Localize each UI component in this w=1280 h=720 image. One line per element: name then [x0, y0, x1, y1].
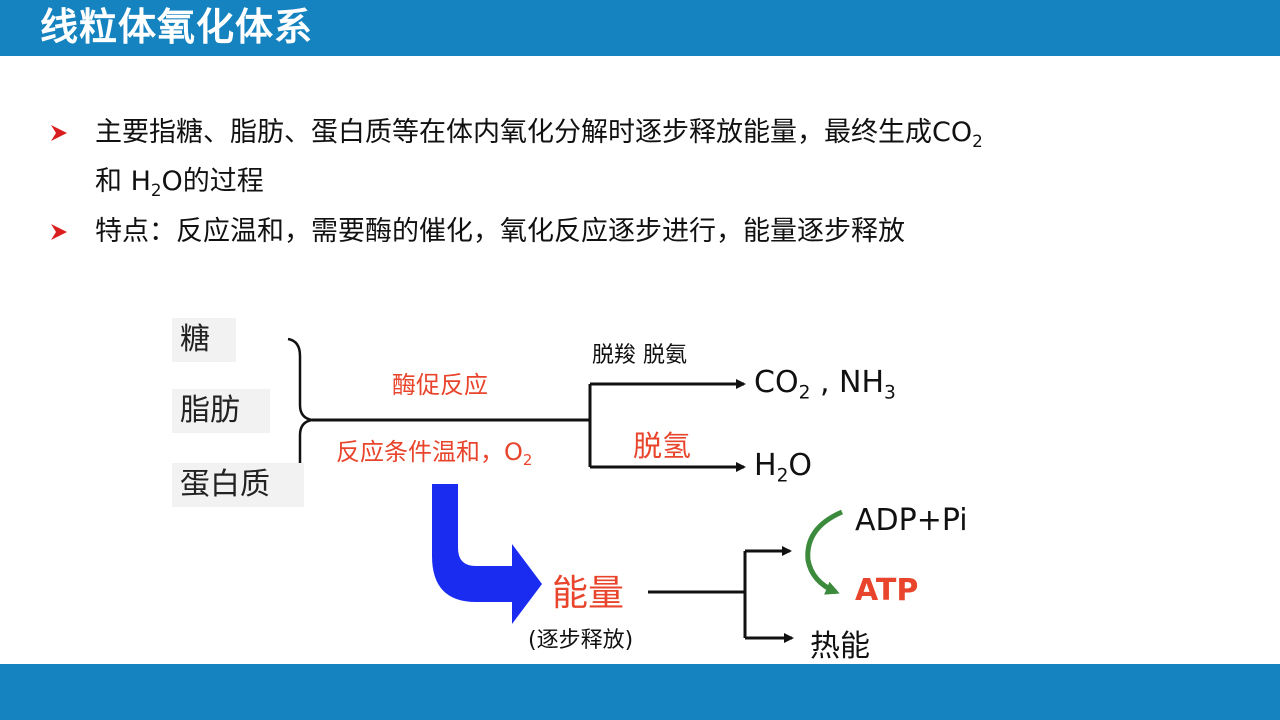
bullet-1-line-1: 主要指糖、脂肪、蛋白质等在体内氧化分解时逐步释放能量，最终生成CO2: [95, 117, 983, 151]
header-bar: 线粒体氧化体系: [0, 0, 1280, 56]
adp-pi-label: ADP+Pi: [855, 503, 968, 538]
page-title: 线粒体氧化体系: [40, 5, 314, 49]
bullet-arrow-icon: [50, 124, 68, 142]
substrate-protein: 蛋白质: [172, 463, 304, 507]
adp-to-atp-arrow: [805, 509, 844, 595]
bullet-arrow-icon: [50, 223, 68, 241]
bullet-1-line-2: 和 H2O的过程: [95, 166, 264, 200]
co2-nh3-product: CO2 , NH3: [754, 365, 896, 404]
energy-big-arrow: [432, 484, 542, 624]
condition-label: 反应条件温和，O2: [336, 438, 533, 470]
substrate-fat: 脂肪: [172, 389, 270, 433]
energy-label: 能量: [552, 573, 625, 614]
heat-energy-label: 热能: [810, 629, 870, 664]
energy-note: (逐步释放): [528, 628, 634, 653]
enzyme-reaction-label: 酶促反应: [392, 371, 488, 399]
substrate-sugar: 糖: [172, 318, 236, 362]
footer-bar: [0, 664, 1280, 720]
decarboxylation-label: 脱羧 脱氨: [592, 343, 687, 368]
bullet-2-text: 特点：反应温和，需要酶的催化，氧化反应逐步进行，能量逐步释放: [95, 216, 905, 247]
dehydrogenation-label: 脱氢: [633, 429, 692, 463]
h2o-product: H2O: [754, 448, 813, 487]
atp-label: ATP: [855, 573, 919, 608]
